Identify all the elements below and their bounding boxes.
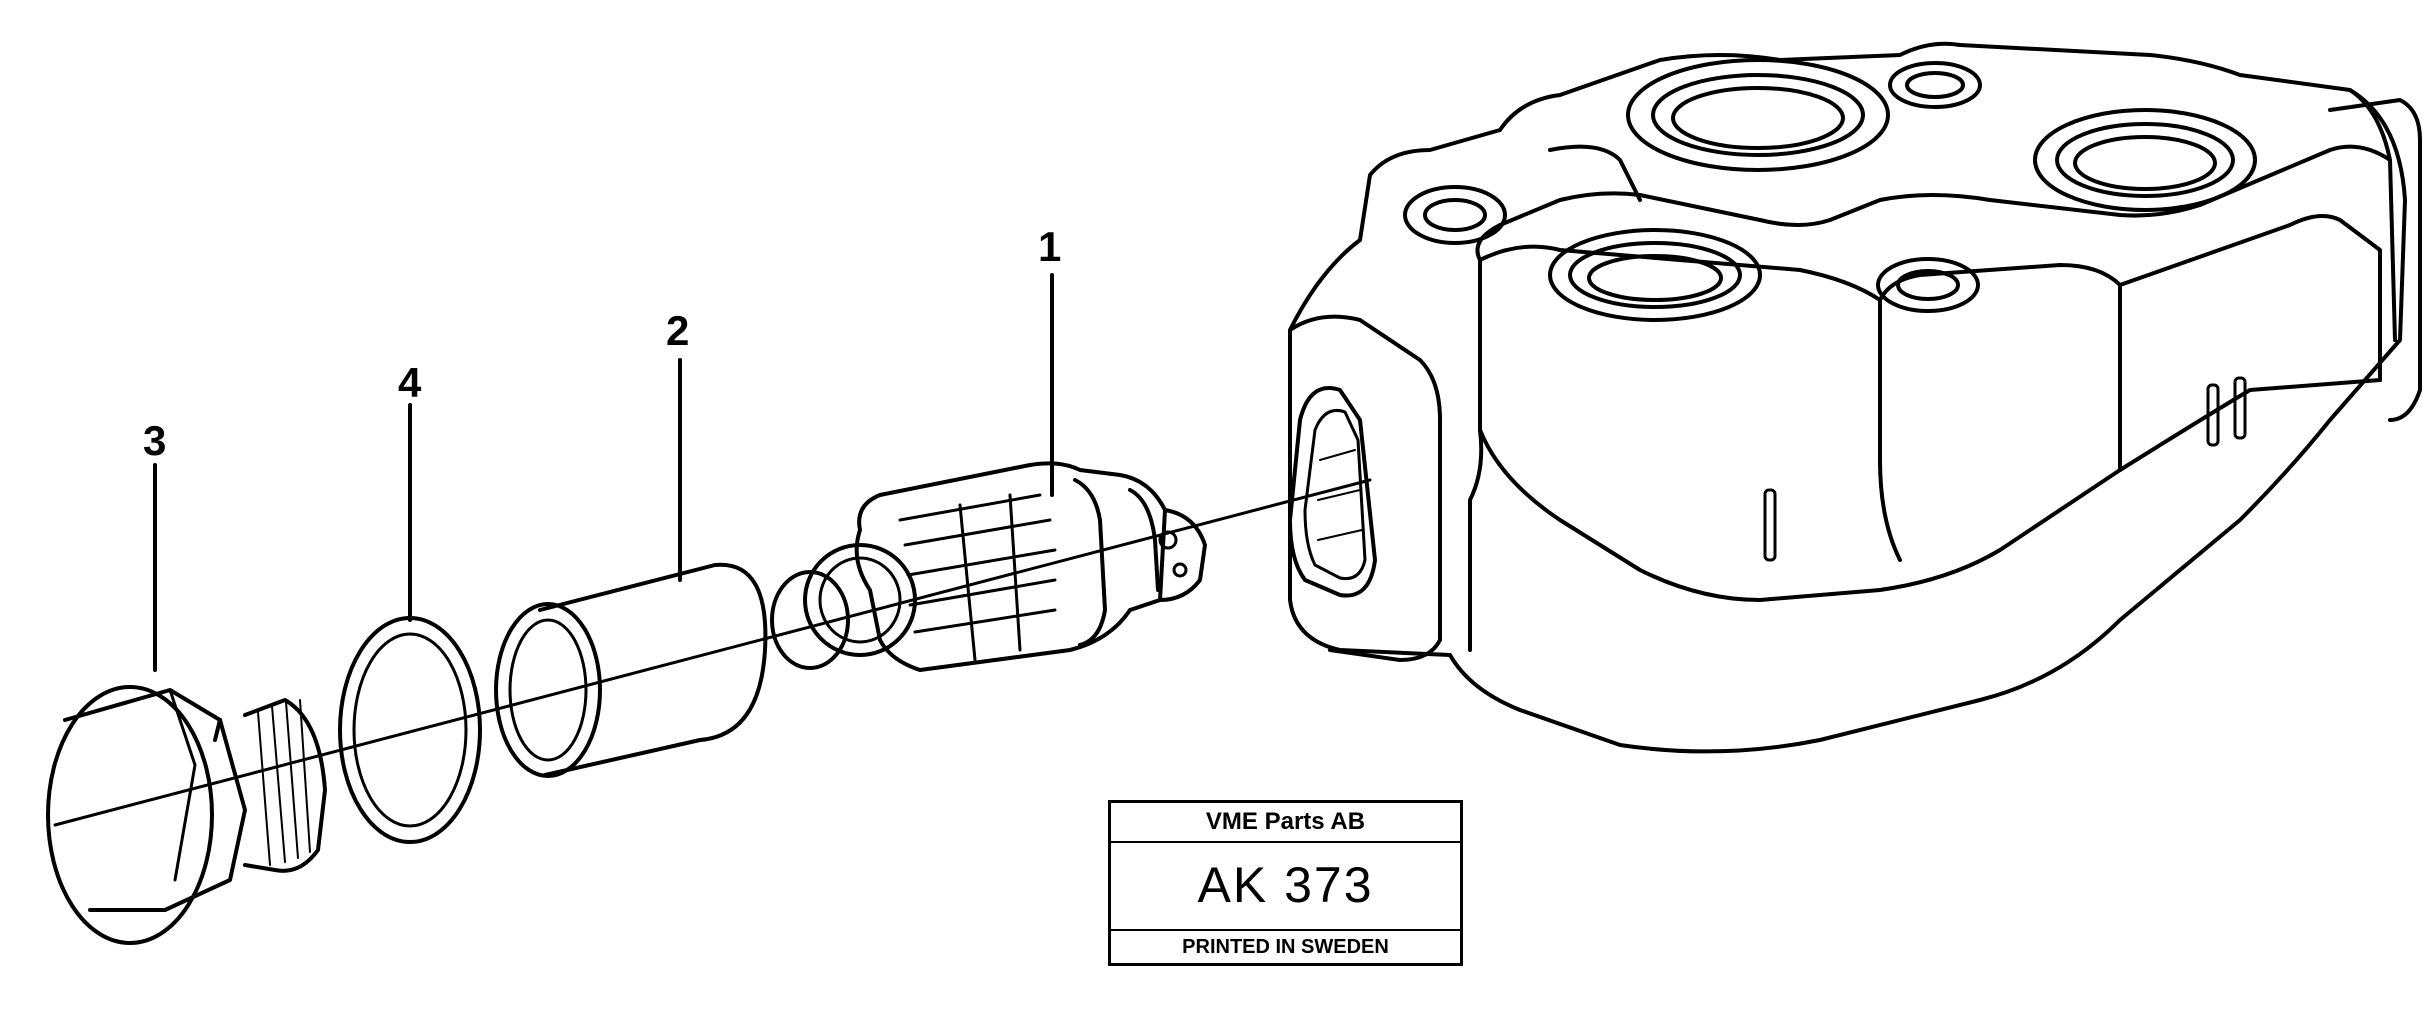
publisher-stamp: VME Parts AB AK 373 PRINTED IN SWEDEN xyxy=(1108,800,1463,966)
stamp-footer: PRINTED IN SWEDEN xyxy=(1182,936,1389,958)
assembly-axis-line xyxy=(53,478,1372,827)
callout-3: 3 xyxy=(143,417,167,464)
callout-1: 1 xyxy=(1038,223,1062,270)
stamp-code: AK 373 xyxy=(1111,841,1460,931)
callout-4: 4 xyxy=(398,359,422,406)
callout-leaders xyxy=(153,273,1054,672)
stamp-company: VME Parts AB xyxy=(1111,803,1460,843)
part-2-sleeve xyxy=(494,562,768,778)
part-1-valve-cartridge xyxy=(770,461,1207,672)
part-3-plug xyxy=(46,685,327,945)
valve-housing xyxy=(1288,41,2422,754)
part-4-o-ring xyxy=(338,616,482,844)
callout-2: 2 xyxy=(666,307,690,354)
